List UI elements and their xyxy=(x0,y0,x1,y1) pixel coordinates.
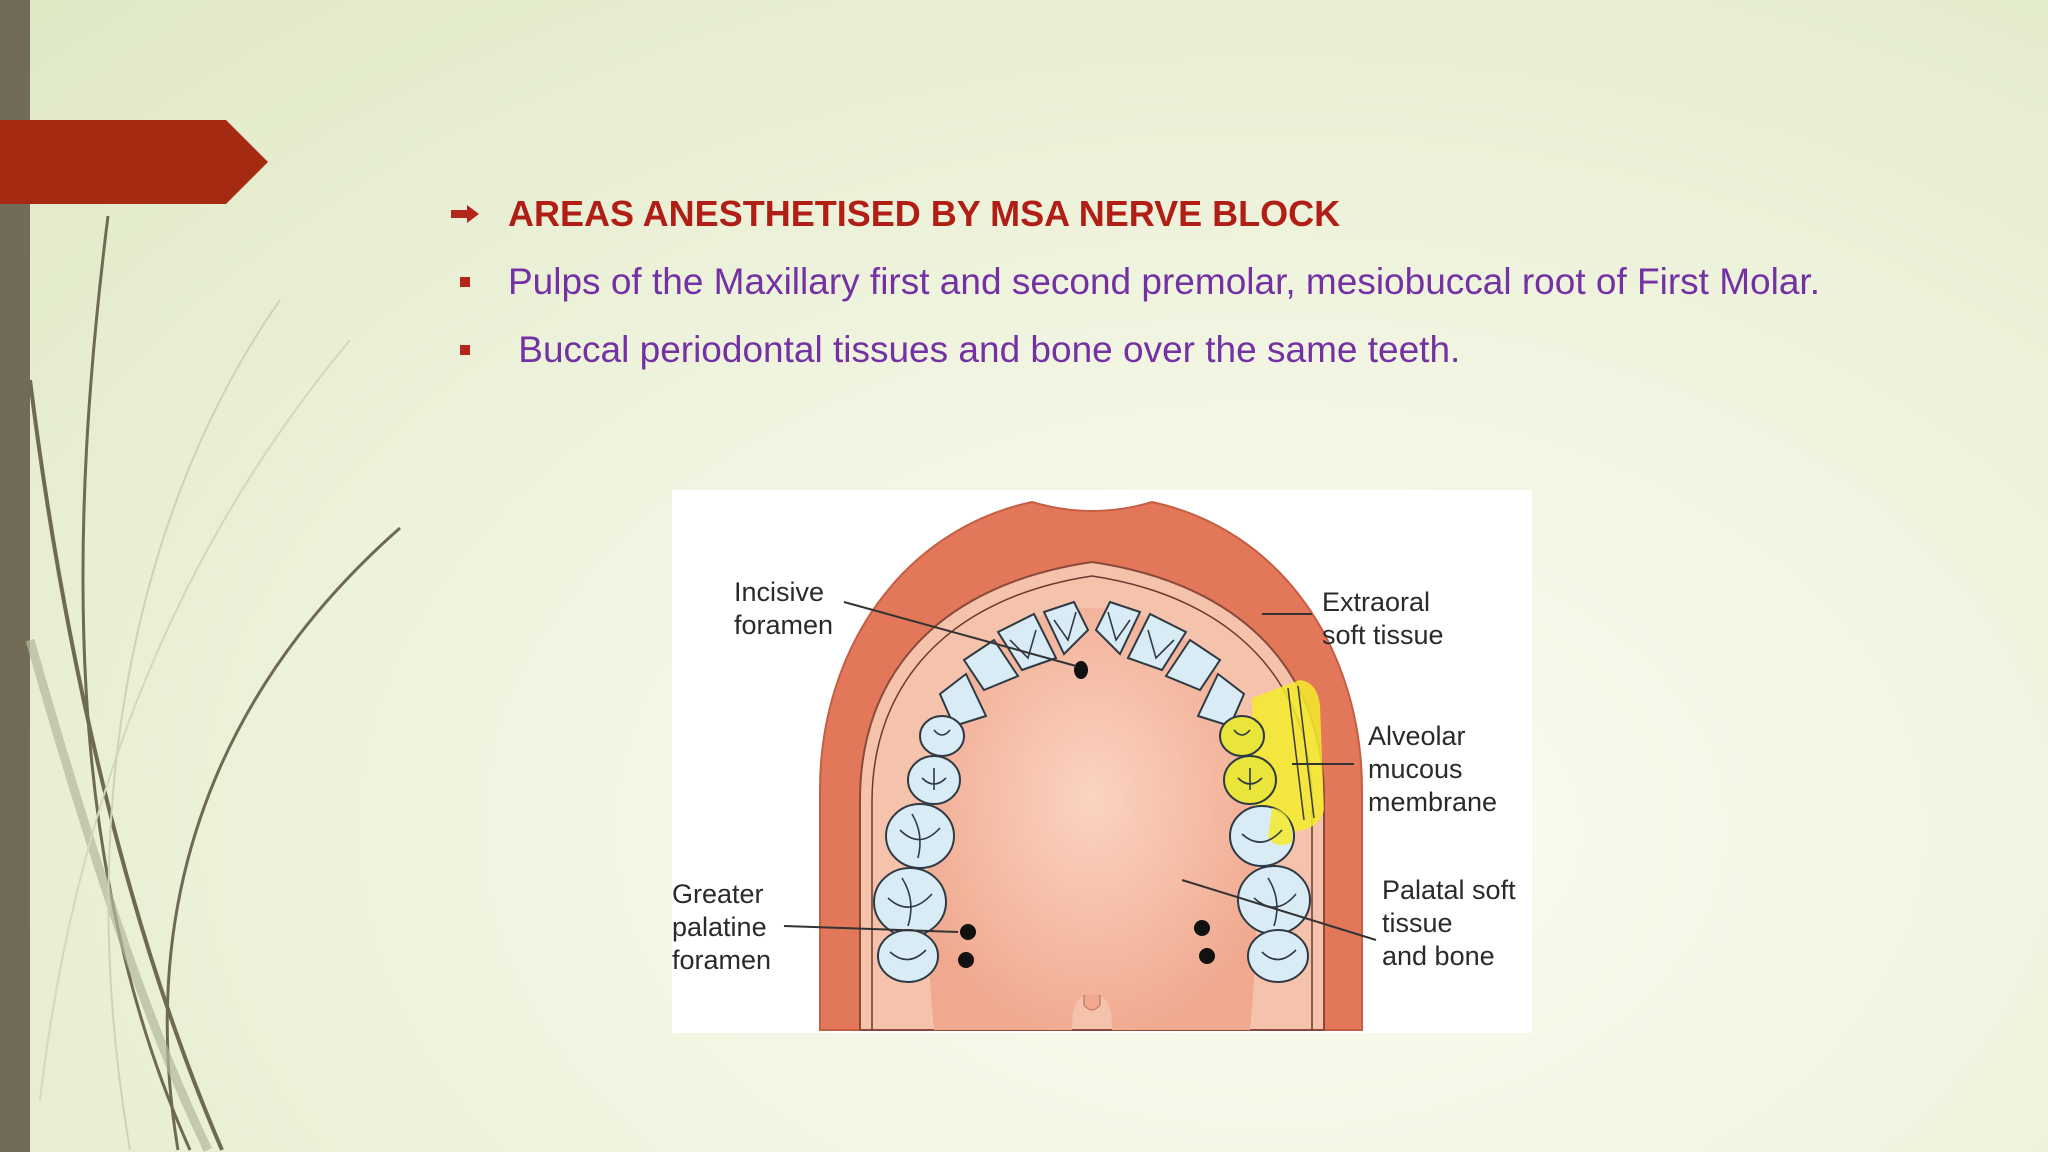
bullet-text: Pulps of the Maxillary first and second … xyxy=(508,261,1820,302)
maxillary-arch-diagram: Incisive foramen Greater palatine forame… xyxy=(672,490,1532,1033)
bullet-text: Buccal periodontal tissues and bone over… xyxy=(508,329,1461,370)
label-alveolar-mucous-membrane: Alveolar mucous membrane xyxy=(1368,721,1498,817)
decorative-curves xyxy=(25,215,401,1152)
square-bullet-icon xyxy=(450,322,480,378)
label-palatal-soft-tissue: Palatal soft tissue and bone xyxy=(1382,875,1516,971)
label-greater-palatine-foramen: Greater palatine foramen xyxy=(672,879,772,975)
bullet-list: AREAS ANESTHETISED BY MSA NERVE BLOCK Pu… xyxy=(450,186,2010,390)
bullet-item: Buccal periodontal tissues and bone over… xyxy=(450,322,2010,390)
arrow-right-icon xyxy=(450,186,480,242)
square-bullet-icon xyxy=(450,254,480,310)
slide-heading: AREAS ANESTHETISED BY MSA NERVE BLOCK xyxy=(508,193,1341,234)
accent-arrow-shape xyxy=(0,120,268,204)
label-extraoral-soft-tissue: Extraoral soft tissue xyxy=(1322,587,1444,650)
bullet-item-title: AREAS ANESTHETISED BY MSA NERVE BLOCK xyxy=(450,186,2010,254)
maxillary-arch-illustration xyxy=(783,500,1377,1031)
bullet-item: Pulps of the Maxillary first and second … xyxy=(450,254,2010,322)
label-incisive-foramen: Incisive foramen xyxy=(734,577,834,640)
